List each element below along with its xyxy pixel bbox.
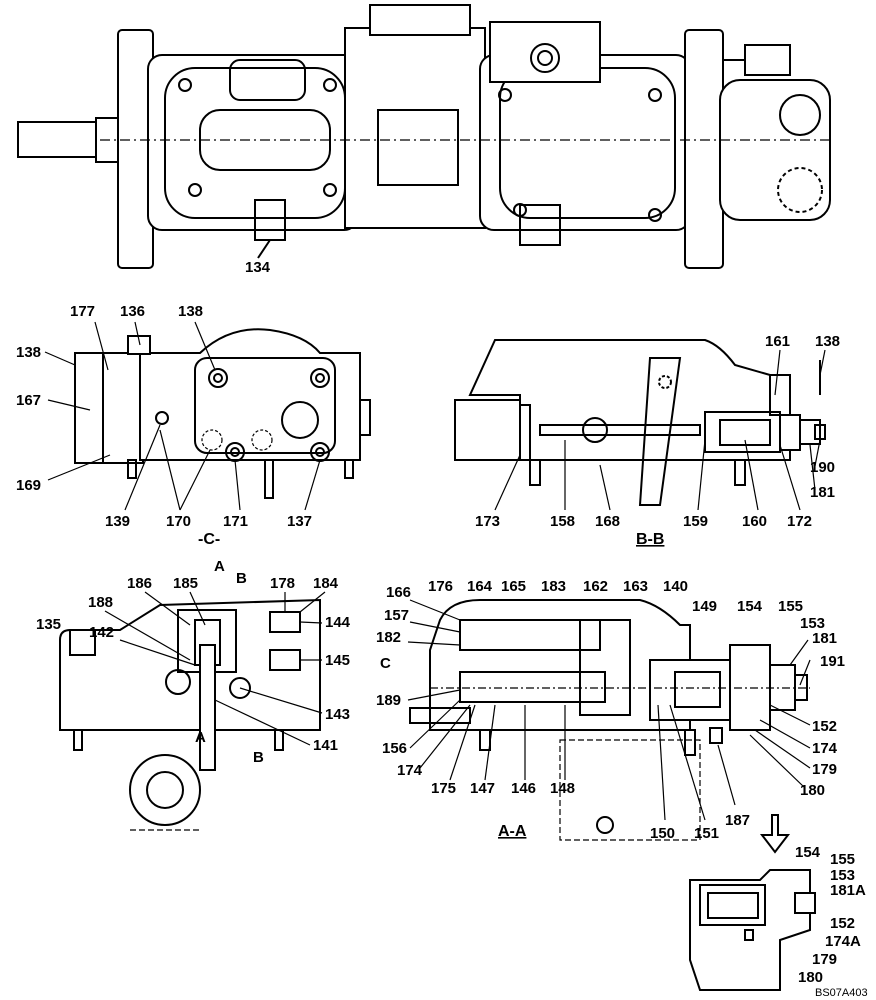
part-label: 134	[245, 259, 271, 276]
part-label: 180	[800, 782, 825, 799]
part-label: 157	[384, 607, 409, 624]
part-label: 174A	[825, 933, 861, 950]
part-label: 186	[127, 575, 152, 592]
leader-lines	[44, 321, 826, 821]
c-view	[74, 328, 371, 499]
part-label: 138	[16, 344, 41, 361]
part-label: 159	[683, 513, 708, 530]
part-label: 146	[511, 780, 536, 797]
part-label: 179	[812, 951, 837, 968]
part-label: 143	[325, 706, 350, 723]
part-label: 141	[313, 737, 338, 754]
part-label: 148	[550, 780, 575, 797]
part-label: 149	[692, 598, 717, 615]
part-label: 181	[810, 484, 835, 501]
part-label: 161	[765, 333, 790, 350]
part-label: 170	[166, 513, 191, 530]
part-label: 167	[16, 392, 41, 409]
part-label: 178	[270, 575, 295, 592]
part-label: 152	[830, 915, 855, 932]
part-label: 154	[737, 598, 763, 615]
part-label: 191	[820, 653, 845, 670]
view-title-aa: A-A	[498, 823, 527, 840]
part-label: 174	[812, 740, 838, 757]
section-marker-a: A	[214, 558, 225, 575]
part-label: 175	[431, 780, 456, 797]
left-section-view	[59, 598, 321, 831]
part-label: 165	[501, 578, 526, 595]
part-label: 156	[382, 740, 407, 757]
part-label: 171	[223, 513, 248, 530]
aa-view	[409, 599, 810, 841]
part-label: 135	[36, 616, 61, 633]
drawing-code: BS07A403	[815, 987, 868, 999]
part-label: 168	[595, 513, 620, 530]
part-label: 190	[810, 459, 835, 476]
part-label: 166	[386, 584, 411, 601]
part-label: 151	[694, 825, 719, 842]
part-label: 188	[88, 594, 113, 611]
part-label: 150	[650, 825, 675, 842]
part-label: 176	[428, 578, 453, 595]
part-label: 184	[313, 575, 339, 592]
section-marker-b: B	[236, 570, 247, 587]
part-label: 138	[178, 303, 203, 320]
view-title-bb: B-B	[636, 531, 664, 548]
part-label: 177	[70, 303, 95, 320]
label-layer: 134 177 136 138 138 167 169 139 170 171 …	[16, 259, 868, 999]
part-label: 162	[583, 578, 608, 595]
part-label: 147	[470, 780, 495, 797]
part-label: 155	[778, 598, 803, 615]
part-label: 158	[550, 513, 575, 530]
part-label: 179	[812, 761, 837, 778]
part-label: 152	[812, 718, 837, 735]
part-label: 160	[742, 513, 767, 530]
part-label: 155	[830, 851, 855, 868]
part-label: 187	[725, 812, 750, 829]
part-label: 181	[812, 630, 837, 647]
part-label: 169	[16, 477, 41, 494]
part-label: 183	[541, 578, 566, 595]
section-marker-b: B	[253, 749, 264, 766]
part-label: 181A	[830, 882, 866, 899]
bb-view	[454, 339, 826, 506]
part-label: 173	[475, 513, 500, 530]
part-label: 182	[376, 629, 401, 646]
part-label: 137	[287, 513, 312, 530]
part-label: 174	[397, 762, 423, 779]
part-label: 136	[120, 303, 145, 320]
part-label: 172	[787, 513, 812, 530]
view-title-c: -C-	[198, 531, 220, 548]
part-label: 163	[623, 578, 648, 595]
part-label: 154	[795, 844, 821, 861]
part-label: 153	[800, 615, 825, 632]
part-label: 145	[325, 652, 350, 669]
part-label: 185	[173, 575, 198, 592]
part-label: 142	[89, 624, 114, 641]
part-label: 138	[815, 333, 840, 350]
part-label: 139	[105, 513, 130, 530]
part-label: 180	[798, 969, 823, 986]
part-label: 189	[376, 692, 401, 709]
part-label: 153	[830, 867, 855, 884]
detail-view	[689, 814, 816, 991]
part-label: 140	[663, 578, 688, 595]
pump-assembly	[17, 4, 831, 269]
part-label: 144	[325, 614, 351, 631]
section-marker-a: A	[195, 729, 206, 746]
part-label: 164	[467, 578, 493, 595]
section-marker-c: C	[380, 655, 391, 672]
